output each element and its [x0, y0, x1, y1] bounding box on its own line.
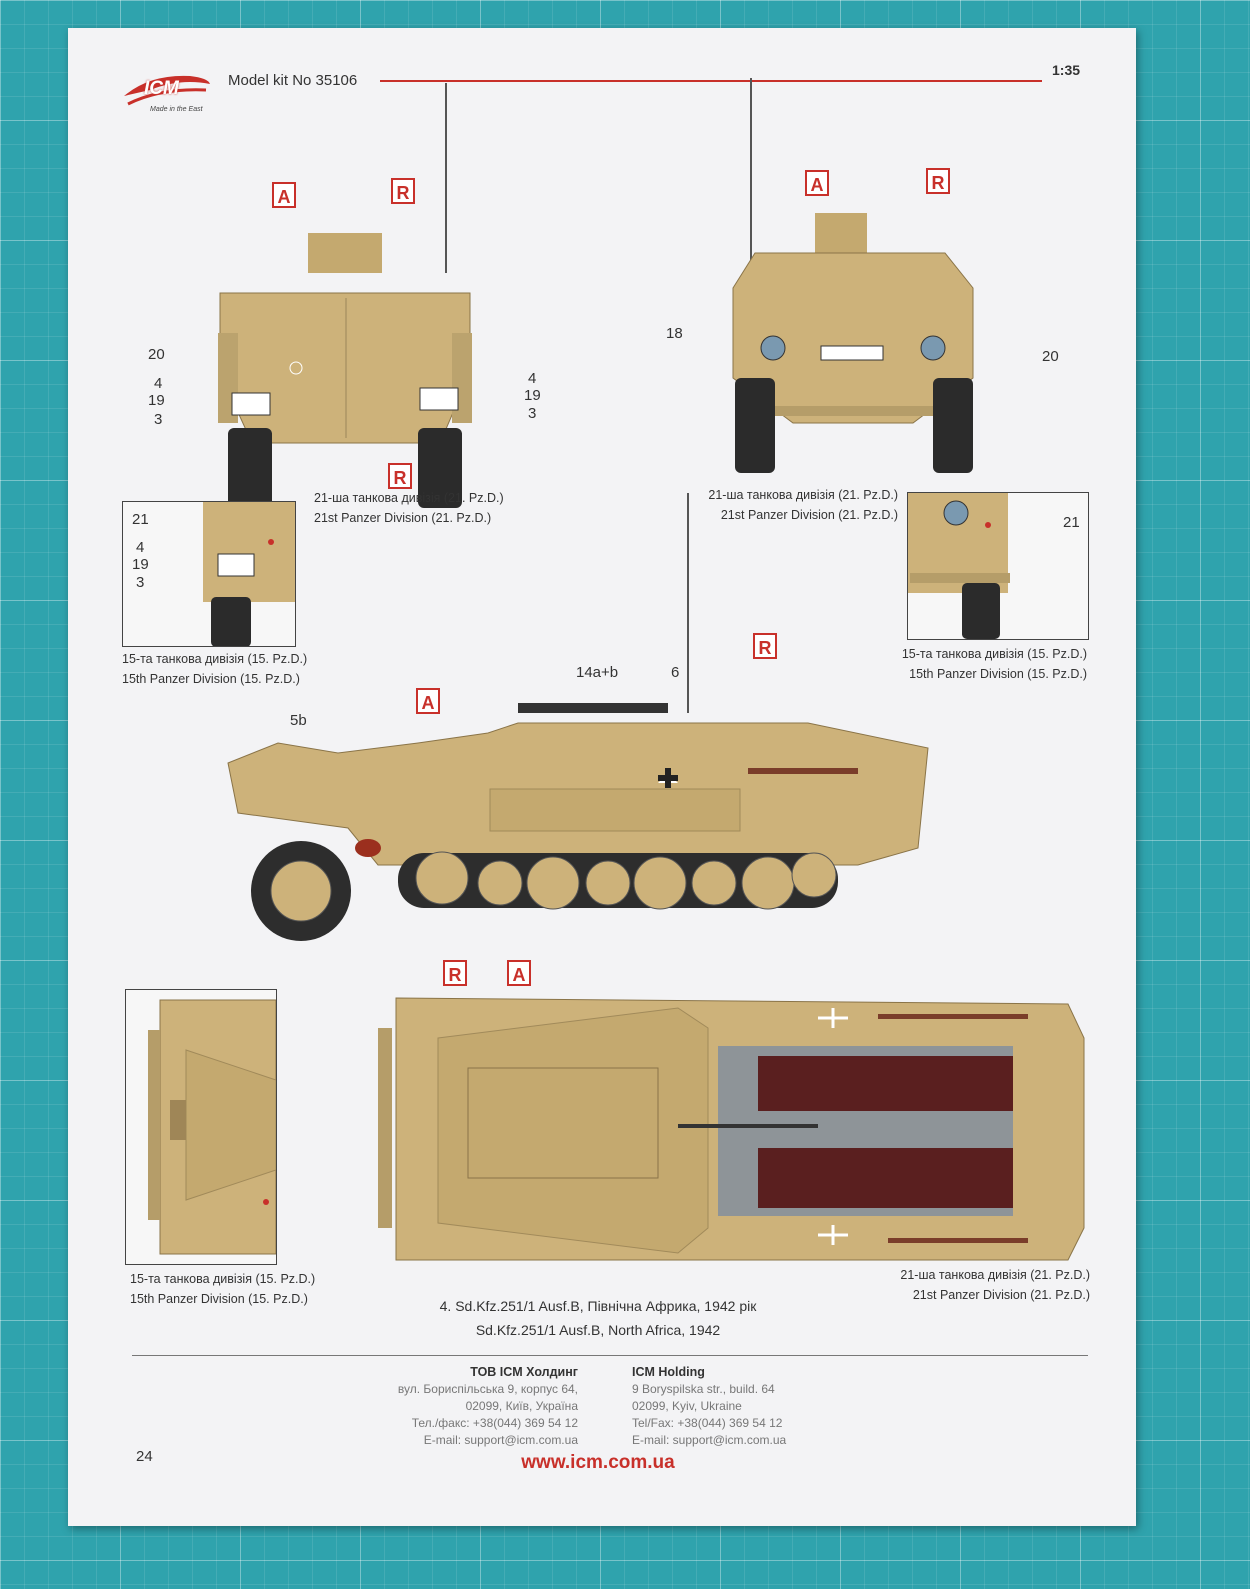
footer-en-company: ICM Holding	[632, 1365, 705, 1379]
footer-en-addr2: 02099, Kyiv, Ukraine	[632, 1399, 742, 1413]
caption-div15-ua-top: 15-та танкова дивізія (15. Pz.D.)	[130, 1272, 316, 1286]
caption-div21-en-top: 21st Panzer Division (21. Pz.D.)	[912, 1288, 1090, 1302]
vehicle-title: 4. Sd.Kfz.251/1 Ausf.B, Північна Африка,…	[368, 1294, 828, 1342]
callout-3-left: 3	[154, 411, 163, 428]
front-detail-caption: 15-та танкова дивізія (15. Pz.D.) 15th P…	[891, 644, 1087, 684]
model-kit-number: Model kit No 35106	[228, 72, 358, 89]
caption-div21-en: 21st Panzer Division (21. Pz.D.)	[314, 511, 492, 525]
footer-ua-block: ТОВ ICM Холдинг вул. Бориспільська 9, ко…	[308, 1364, 578, 1449]
top-detail-caption: 15-та танкова дивізія (15. Pz.D.) 15th P…	[130, 1269, 315, 1309]
rear-view-illustration	[208, 83, 488, 513]
side-tag-r: R	[753, 633, 777, 659]
rear-tag-r: R	[391, 178, 415, 204]
caption-div15-ua-front: 15-та танкова дивізія (15. Pz.D.)	[901, 647, 1087, 661]
top-tag-r: R	[443, 960, 467, 986]
rear-tag-r-bottom: R	[388, 463, 412, 489]
front-tag-r: R	[926, 168, 950, 194]
logo-text: ICM	[144, 78, 179, 99]
caption-div21-ua-top: 21-ша танкова дивізія (21. Pz.D.)	[900, 1268, 1090, 1282]
rear-caption: 21-ша танкова дивізія (21. Pz.D.) 21st P…	[314, 488, 504, 528]
front-view-illustration	[723, 78, 983, 498]
footer-en-block: ICM Holding 9 Boryspilska str., build. 6…	[632, 1364, 892, 1449]
callout-4-left: 4	[154, 375, 163, 392]
rear-detail-frame	[122, 501, 296, 647]
front-detail-frame	[907, 492, 1089, 640]
caption-div15-en-rear: 15th Panzer Division (15. Pz.D.)	[122, 672, 300, 686]
footer-rule	[132, 1355, 1088, 1356]
scale-label: 1:35	[1052, 62, 1081, 78]
rear-detail-caption: 15-та танкова дивізія (15. Pz.D.) 15th P…	[122, 649, 307, 689]
caption-div15-en-front: 15th Panzer Division (15. Pz.D.)	[909, 667, 1087, 681]
callout-14ab: 14a+b	[576, 664, 619, 681]
callout-3-detail: 3	[136, 574, 145, 591]
top-view-caption: 21-ша танкова дивізія (21. Pz.D.) 21st P…	[884, 1265, 1090, 1305]
caption-div21-ua: 21-ша танкова дивізія (21. Pz.D.)	[314, 491, 504, 505]
callout-3-right: 3	[528, 405, 537, 422]
callout-20-left: 20	[148, 346, 165, 363]
side-view-illustration	[218, 493, 938, 945]
callout-19-left: 19	[148, 392, 165, 409]
callout-4-right: 4	[528, 370, 537, 387]
icm-logo: ICM Made in the East	[120, 68, 212, 120]
top-tag-a: A	[507, 960, 531, 986]
caption-div15-ua-rear: 15-та танкова дивізія (15. Pz.D.)	[122, 652, 308, 666]
caption-div21-ua-front: 21-ша танкова дивізія (21. Pz.D.)	[708, 488, 898, 502]
front-caption: 21-ша танкова дивізія (21. Pz.D.) 21st P…	[698, 485, 898, 525]
callout-19-detail: 19	[132, 556, 149, 573]
caption-div21-en-front: 21st Panzer Division (21. Pz.D.)	[720, 508, 898, 522]
instruction-page: ICM Made in the East Model kit No 35106 …	[68, 28, 1136, 1526]
footer-ua-email: E-mail: support@icm.com.ua	[423, 1433, 578, 1447]
callout-20-right: 20	[1042, 348, 1059, 365]
top-view-illustration	[378, 997, 1090, 1270]
callout-19-right: 19	[524, 387, 541, 404]
footer-ua-phone: Тел./факс: +38(044) 369 54 12	[411, 1416, 578, 1430]
footer-ua-addr1: вул. Бориспільська 9, корпус 64,	[397, 1382, 578, 1396]
footer-ua-addr2: 02099, Київ, Україна	[465, 1399, 578, 1413]
callout-21-detail-right: 21	[1063, 514, 1080, 531]
caption-div15-en-top: 15th Panzer Division (15. Pz.D.)	[130, 1292, 308, 1306]
title-en: Sd.Kfz.251/1 Ausf.B, North Africa, 1942	[475, 1322, 721, 1338]
website-link[interactable]: www.icm.com.ua	[521, 1452, 675, 1473]
title-ua: 4. Sd.Kfz.251/1 Ausf.B, Північна Африка,…	[439, 1298, 757, 1314]
logo-swoosh-icon	[124, 75, 210, 106]
footer-en-email: E-mail: support@icm.com.ua	[632, 1433, 787, 1447]
top-detail-frame	[125, 989, 277, 1265]
callout-4-detail: 4	[136, 539, 145, 556]
callout-6: 6	[671, 664, 680, 681]
page-number: 24	[136, 1448, 153, 1465]
side-tag-a: A	[416, 688, 440, 714]
callout-21-detail-left: 21	[132, 511, 149, 528]
callout-5b: 5b	[290, 712, 307, 729]
footer-en-phone: Tel/Fax: +38(044) 369 54 12	[632, 1416, 783, 1430]
front-tag-a: A	[805, 170, 829, 196]
callout-18: 18	[666, 325, 683, 342]
header-rule	[380, 80, 1042, 82]
logo-tagline: Made in the East	[150, 106, 203, 113]
footer-en-addr1: 9 Boryspilska str., build. 64	[632, 1382, 775, 1396]
footer-ua-company: ТОВ ICM Холдинг	[470, 1365, 578, 1379]
rear-tag-a: A	[272, 182, 296, 208]
